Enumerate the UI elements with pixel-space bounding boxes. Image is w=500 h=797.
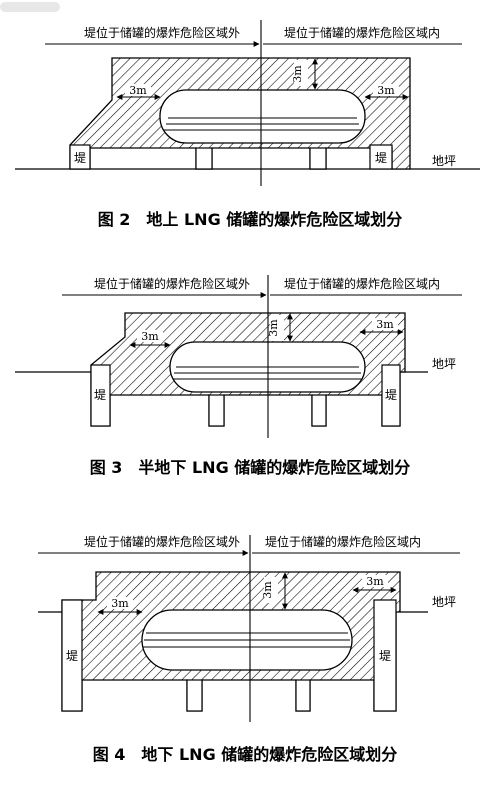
dike-right xyxy=(381,364,401,427)
dim-bg xyxy=(294,60,308,86)
dike-right-label: 堤 xyxy=(379,649,391,663)
tank-support xyxy=(186,679,203,712)
figure-4: 堤位于储罐的爆炸危险区域外 堤位于储罐的爆炸危险区域内 堤 堤 3m 3m 3m xyxy=(38,534,460,764)
dim-right: 3m xyxy=(376,318,394,331)
figure-2: 堤位于储罐的爆炸危险区域外 堤位于储罐的爆炸危险区域内 堤 堤 3m 3m 3m xyxy=(15,20,480,229)
tank-support xyxy=(195,147,213,170)
dike-left xyxy=(69,144,91,170)
label-inside-zone: 堤位于储罐的爆炸危险区域内 xyxy=(265,534,421,549)
label-inside-zone: 堤位于储罐的爆炸危险区域内 xyxy=(284,276,440,291)
dike-right-label: 堤 xyxy=(385,388,397,402)
dike-right xyxy=(373,599,397,712)
dim-right: 3m xyxy=(366,575,384,588)
tank-support xyxy=(208,394,225,427)
dim-top: 3m xyxy=(267,319,280,337)
dike-right xyxy=(369,144,393,170)
figure-3: 堤位于储罐的爆炸危险区域外 堤位于储罐的爆炸危险区域内 堤 堤 3m 3m 3m xyxy=(15,275,462,477)
dike-right-label: 堤 xyxy=(375,151,387,165)
ground-label: 地坪 xyxy=(432,357,456,371)
dim-bg xyxy=(125,84,151,96)
caption: 图 4 地下 LNG 储罐的爆炸危险区域划分 xyxy=(93,745,398,764)
watermark-logo xyxy=(0,2,60,12)
dim-top: 3m xyxy=(261,581,274,599)
label-outside-zone: 堤位于储罐的爆炸危险区域外 xyxy=(84,534,240,549)
label-inside-zone: 堤位于储罐的爆炸危险区域内 xyxy=(284,25,440,40)
dim-left: 3m xyxy=(111,597,129,610)
dim-bg xyxy=(137,330,163,342)
dike-left xyxy=(90,364,111,427)
label-outside-zone: 堤位于储罐的爆炸危险区域外 xyxy=(84,25,240,40)
ground-label: 地坪 xyxy=(432,595,456,609)
dim-bg xyxy=(107,597,133,609)
dim-left: 3m xyxy=(141,330,159,343)
label-outside-zone: 堤位于储罐的爆炸危险区域外 xyxy=(94,276,250,291)
dim-right: 3m xyxy=(377,84,395,97)
caption: 图 3 半地下 LNG 储罐的爆炸危险区域划分 xyxy=(90,458,411,477)
dim-left: 3m xyxy=(129,84,147,97)
dim-bg xyxy=(264,577,278,603)
dim-bg xyxy=(270,315,284,341)
dim-bg xyxy=(373,84,399,96)
dim-top: 3m xyxy=(291,65,304,83)
tank-support xyxy=(311,394,327,427)
tank xyxy=(159,89,366,144)
dim-bg xyxy=(362,575,388,587)
dim-bg xyxy=(372,318,398,330)
dike-left-label: 堤 xyxy=(94,388,106,402)
dike-left-label: 堤 xyxy=(66,649,78,663)
caption: 图 2 地上 LNG 储罐的爆炸危险区域划分 xyxy=(98,210,403,229)
tank-support xyxy=(295,679,311,712)
dike-left xyxy=(61,599,83,712)
ground-label: 地坪 xyxy=(432,154,456,168)
tank-support xyxy=(309,147,327,170)
dike-left-label: 堤 xyxy=(74,151,86,165)
